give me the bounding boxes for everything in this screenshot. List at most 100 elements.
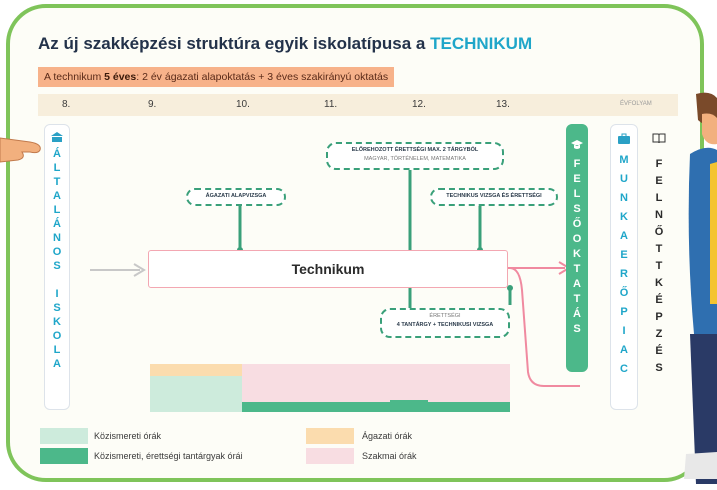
tech-exam-label: TECHNIKUS VIZSGA ÉS ÉRETTSÉGI	[446, 193, 542, 199]
column-letter: Ő	[572, 218, 582, 230]
column-letter: Á	[53, 218, 61, 230]
column-letter: T	[655, 243, 663, 255]
column-letter: A	[53, 358, 61, 370]
column-letter: F	[655, 158, 663, 170]
year-label: 12.	[412, 99, 426, 110]
column-letter: Z	[655, 328, 663, 340]
sector-exam-box: ÁGAZATI ALAPVIZSGA	[186, 188, 286, 206]
column-letter: S	[53, 302, 61, 314]
column-letter: L	[573, 188, 581, 200]
briefcase-icon	[618, 133, 630, 144]
legend-label-professional: Szakmai órák	[362, 451, 417, 461]
column-letter: T	[655, 260, 663, 272]
year-label: 8.	[62, 99, 71, 110]
title-text: Az új szakképzési struktúra egyik iskola…	[38, 34, 431, 53]
column-letter: L	[655, 192, 663, 204]
column-letter: A	[573, 278, 581, 290]
stripe-general-exam-hours	[428, 402, 510, 412]
column-letter: N	[620, 192, 628, 204]
year-label: 13.	[496, 99, 510, 110]
legend-swatch-professional	[306, 448, 354, 464]
column-letter: Ő	[619, 287, 629, 299]
legend-label-sector: Ágazati órák	[362, 431, 413, 441]
hand-illustration	[0, 137, 41, 163]
column-letter: L	[53, 344, 61, 356]
subtitle-banner: A technikum 5 éves: 2 év ágazati alapokt…	[38, 67, 395, 87]
column-letter: Á	[573, 308, 581, 320]
column-letter: E	[620, 249, 628, 261]
legend-label-general: Közismereti órák	[94, 431, 162, 441]
column-letter: S	[573, 323, 581, 335]
column-letter: R	[620, 268, 628, 280]
early-exam-box: ELŐREHOZOTT ÉRETTSÉGI MAX. 2 TÁRGYBÓL MA…	[326, 142, 504, 170]
column-letter: Á	[53, 148, 61, 160]
column-letter: T	[53, 176, 61, 188]
column-letter: S	[53, 260, 61, 272]
subtitle-pre: A technikum	[44, 71, 105, 83]
column-letter: E	[573, 173, 581, 185]
column-letter: N	[53, 232, 61, 244]
title-highlight: TECHNIKUM	[430, 34, 533, 53]
graduation-cap-icon	[571, 140, 583, 149]
early-exam-line1: ELŐREHOZOTT ÉRETTSÉGI MAX. 2 TÁRGYBÓL	[351, 147, 479, 153]
column-letter: É	[655, 345, 663, 357]
final-exam-line1: ÉRETTSÉGI	[429, 313, 461, 319]
column-letter: M	[619, 154, 629, 166]
column-letter: I	[622, 325, 626, 337]
column-letter: A	[620, 230, 628, 242]
school-icon	[51, 132, 63, 142]
column-letter: P	[620, 306, 628, 318]
column-letter: F	[573, 158, 581, 170]
year-label: 11.	[324, 99, 338, 110]
column-letter: K	[655, 277, 663, 289]
final-exam-line2: 4 TANTÁRGY + TECHNIKUSI VIZSGA	[396, 322, 494, 328]
technikum-label: Technikum	[291, 261, 365, 277]
column-letter: A	[620, 344, 628, 356]
page-title: Az új szakképzési struktúra egyik iskola…	[38, 34, 532, 54]
column-letter: C	[620, 363, 628, 375]
legend-swatch-sector	[306, 428, 354, 444]
column-letter: E	[655, 175, 663, 187]
year-bar	[38, 94, 678, 116]
column-letter: O	[52, 246, 62, 258]
subtitle-bold: 5 éves	[104, 71, 137, 83]
column-letter: U	[620, 173, 628, 185]
column-letter: L	[53, 204, 61, 216]
legend-swatch-general-exam	[40, 448, 88, 464]
column-letter: N	[655, 209, 663, 221]
stripe-sector-hours	[150, 364, 242, 376]
column-letter: O	[572, 233, 582, 245]
year-unit-label: ÉVFOLYAM	[620, 101, 652, 107]
stripe-general-hours	[150, 376, 242, 402]
stripe-general-exam-hours	[390, 400, 428, 412]
tech-exam-box: TECHNIKUS VIZSGA ÉS ÉRETTSÉGI	[430, 188, 558, 206]
technikum-box	[148, 250, 508, 288]
sector-exam-label: ÁGAZATI ALAPVIZSGA	[205, 193, 267, 199]
column-letter: É	[655, 294, 663, 306]
stripe-general-hours	[150, 402, 242, 412]
column-letter: I	[55, 288, 59, 300]
student-illustration	[684, 92, 717, 484]
final-exam-box: ÉRETTSÉGI 4 TANTÁRGY + TECHNIKUSI VIZSGA	[380, 308, 510, 338]
early-exam-line2: MAGYAR, TÖRTÉNELEM, MATEMATIKA	[364, 156, 466, 162]
column-letter: P	[655, 311, 663, 323]
year-label: 9.	[148, 99, 157, 110]
arrow-into-technikum	[90, 263, 146, 277]
column-letter: S	[573, 203, 581, 215]
column-letter: Ő	[654, 226, 664, 238]
column-letter: T	[573, 293, 581, 305]
book-icon	[652, 133, 666, 144]
legend-swatch-general	[40, 428, 88, 444]
column-letter: L	[53, 162, 61, 174]
legend-label-general-exam: Közismereti, érettségi tantárgyak órái	[94, 451, 243, 461]
column-letter: K	[573, 248, 581, 260]
year-label: 10.	[236, 99, 250, 110]
